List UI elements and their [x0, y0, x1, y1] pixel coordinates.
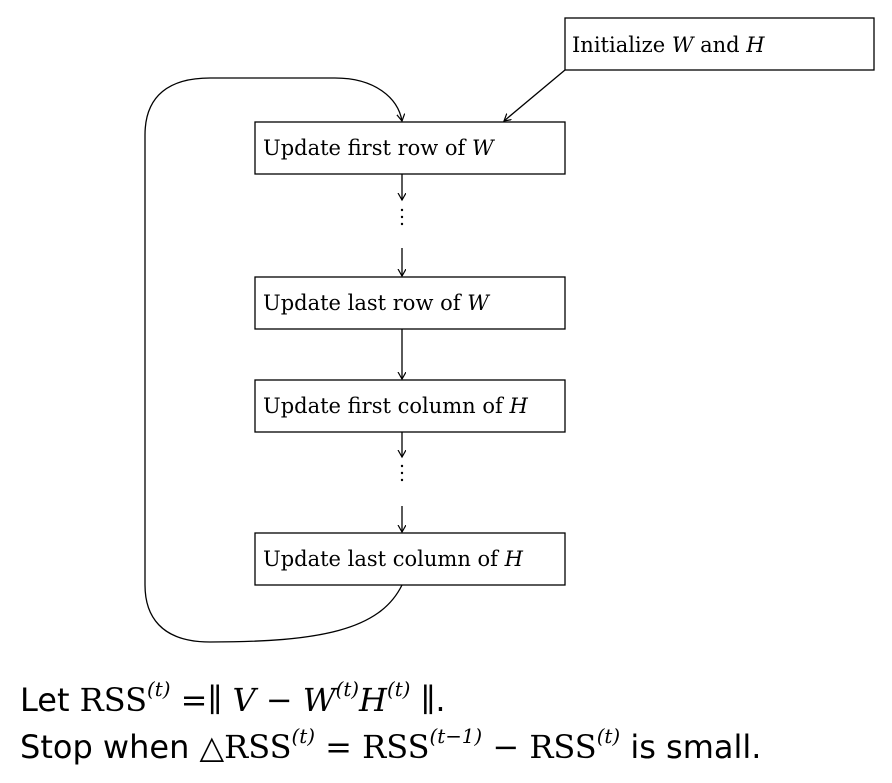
svg-text:Update last column of H: Update last column of H: [263, 547, 524, 571]
flowchart: Initialize W and H Update first row of W…: [144, 17, 875, 643]
edge-init-to-first-row: [504, 69, 566, 121]
ellipsis-vertical-rows: [400, 208, 404, 226]
caption-rss-definition: Let RSS(t) =∥ V − W(t)H(t) ∥.: [20, 678, 446, 719]
caption-stop-condition: Stop when △RSS(t) = RSS(t−1) − RSS(t) is…: [20, 725, 762, 766]
node-update-first-column: Update first column of H: [254, 379, 566, 433]
svg-text:Update first row of W: Update first row of W: [263, 136, 496, 160]
node-initialize: Initialize W and H: [564, 17, 875, 71]
edge-loop-back: [144, 77, 402, 643]
svg-text:Update last row of W: Update last row of W: [263, 291, 491, 315]
svg-text:Initialize W and H: Initialize W and H: [572, 33, 765, 57]
node-update-last-column: Update last column of H: [254, 532, 566, 586]
node-update-last-row: Update last row of W: [254, 276, 566, 330]
svg-text:Update first column of H: Update first column of H: [263, 394, 528, 418]
node-update-first-row: Update first row of W: [254, 121, 566, 175]
ellipsis-vertical-columns: [400, 464, 404, 482]
